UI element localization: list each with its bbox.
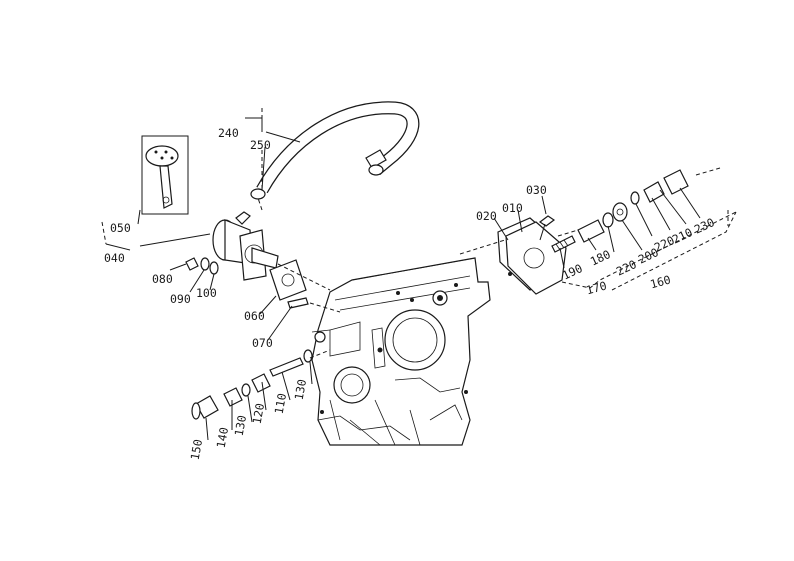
part-labels: 240 250 050 040 080 090 100 060 070 130 … [104,126,717,461]
label-010: 010 [502,201,523,215]
oil-pump-body [212,211,279,281]
label-110: 110 [272,392,289,415]
nut-120 [251,373,271,393]
label-060: 060 [244,309,265,323]
label-080: 080 [152,272,173,286]
plunger-assembly [551,169,689,253]
center-lines [257,167,721,359]
label-170: 170 [585,278,609,297]
plunger-180 [577,219,605,243]
label-240: 240 [218,126,239,140]
sleeve-140 [223,387,243,407]
label-150: 150 [188,438,205,461]
stud-070 [287,297,309,309]
label-130-a: 130 [292,378,309,401]
washer-130b [303,349,313,363]
label-050: 050 [110,221,131,235]
label-210: 210 [670,225,695,246]
washer-220b [630,191,640,205]
leader-lines [101,108,737,441]
oil-strainer [141,135,189,215]
gasket-060 [269,259,307,301]
washer-130 [241,383,251,397]
label-140: 140 [214,426,231,449]
label-160: 160 [649,272,673,291]
oil-hose [250,101,420,200]
nut-200 [612,202,628,222]
label-090: 090 [170,292,191,306]
label-220-a: 220 [614,257,639,278]
cap-150 [195,395,219,419]
label-180: 180 [588,247,613,268]
washer-220a [602,212,614,228]
label-250: 250 [250,138,271,152]
label-040: 040 [104,251,125,265]
label-020: 020 [476,209,497,223]
nut-washers [185,257,219,275]
label-070: 070 [252,336,273,350]
label-100: 100 [196,286,217,300]
cap-230 [663,169,689,195]
bolt-030 [538,215,556,241]
spring-190 [551,235,576,253]
label-120: 120 [250,402,267,425]
label-130-b: 130 [232,414,249,437]
rod-110 [269,357,304,377]
gear-case-housing [311,257,491,446]
relief-valve-parts [191,349,313,420]
pump-cover [505,221,567,295]
label-230: 230 [692,215,717,236]
label-030: 030 [526,183,547,197]
sleeve-210 [643,181,665,203]
